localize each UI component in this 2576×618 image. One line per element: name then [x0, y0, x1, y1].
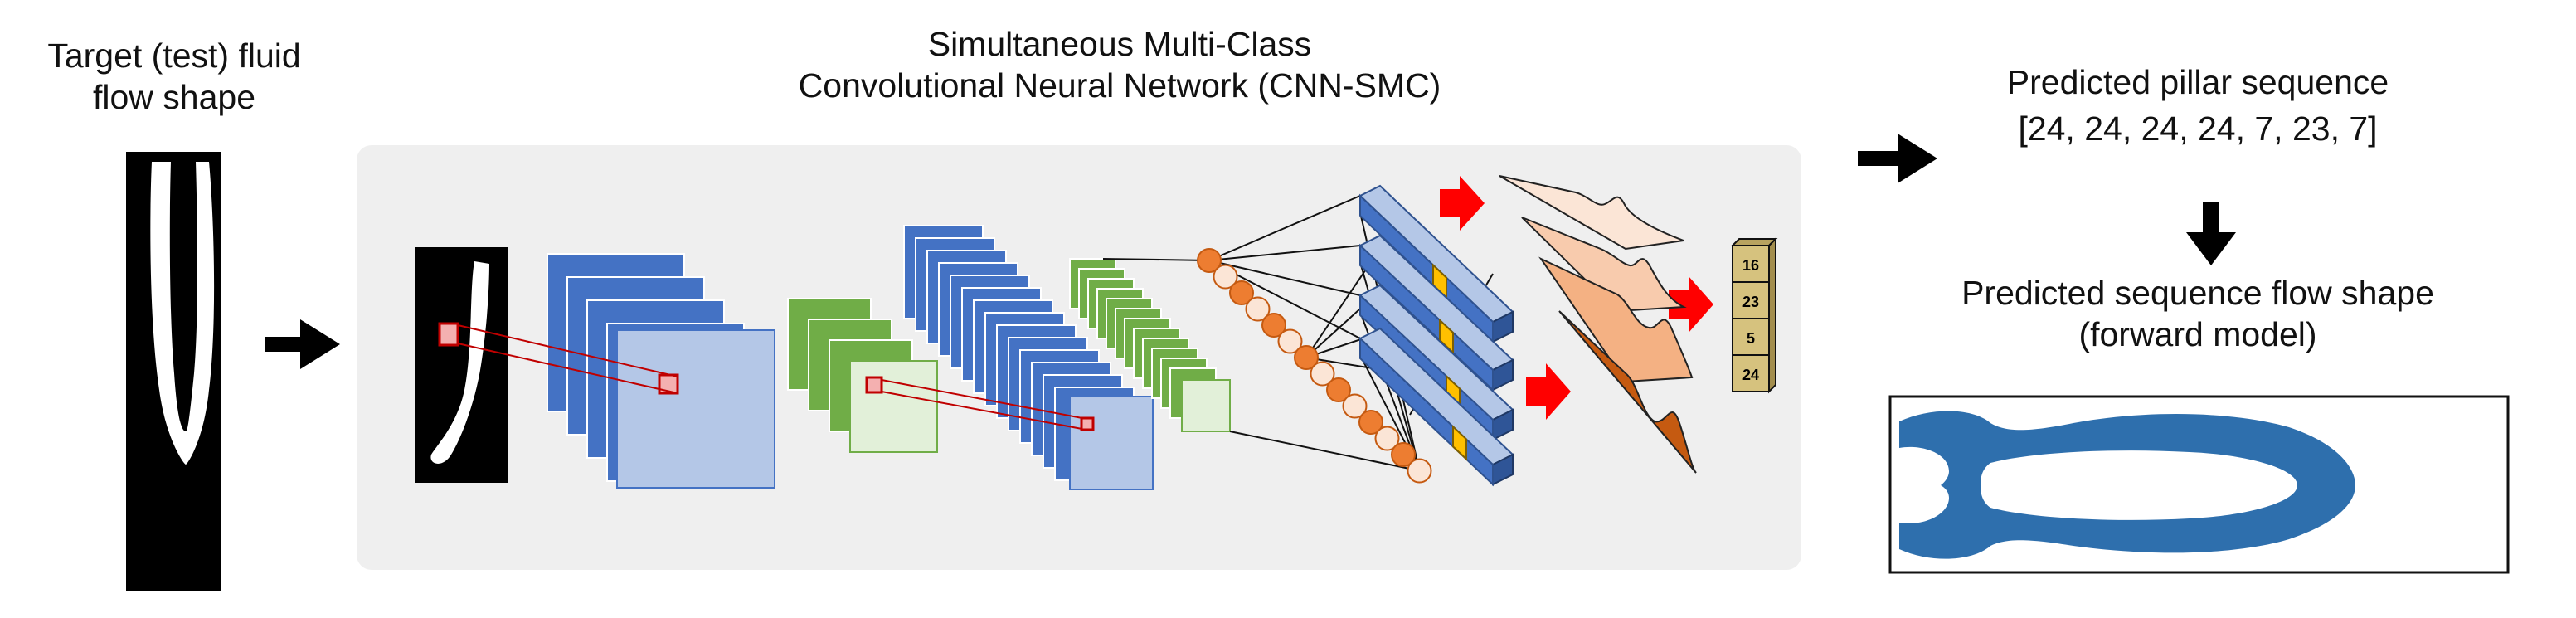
output-bar [1358, 184, 1514, 344]
network-title-line1: Simultaneous Multi-Class [927, 25, 1312, 63]
fc-line [1208, 260, 1361, 296]
output-bars [1358, 184, 1514, 487]
pool-layer-1 [787, 298, 938, 453]
red-arrows [1440, 176, 1713, 420]
fc-line [1208, 195, 1361, 261]
fc-node [1213, 264, 1238, 290]
output-bar-highlight [1452, 425, 1467, 461]
conv2-map-front [1069, 396, 1154, 490]
predicted-sequence-title: Predicted pillar sequence [24, 24, 24, 2… [1908, 61, 2488, 149]
network-title: Simultaneous Multi-Class Convolutional N… [705, 23, 1534, 106]
fc-line [1102, 258, 1210, 261]
fc-node [1407, 458, 1432, 484]
projection-lines-1 [457, 324, 678, 394]
fc-node [1245, 296, 1271, 322]
network-title-line2: Convolutional Neural Network (CNN-SMC) [798, 66, 1441, 105]
output-value-3: 5 [1747, 330, 1755, 347]
fc-node [1310, 361, 1335, 387]
output-value-2: 23 [1742, 294, 1759, 310]
fc-node [1277, 328, 1303, 354]
fc-node [1374, 426, 1400, 451]
target-title: Target (test) fluid flow shape [0, 35, 348, 118]
fc-node [1197, 248, 1222, 273]
target-title-line1: Target (test) fluid [47, 36, 301, 75]
output-bar [1358, 234, 1514, 392]
fc-node [1391, 442, 1416, 467]
fc-node [1342, 393, 1368, 419]
arrow-sequence-to-flow [2186, 202, 2236, 265]
fc-line [1229, 431, 1420, 472]
output-bar [1358, 327, 1514, 487]
target-title-line2: flow shape [92, 78, 255, 116]
fc-node [1261, 313, 1286, 338]
fc-node [1294, 345, 1319, 370]
fc-line [1208, 245, 1361, 261]
fc-node-chain [1197, 248, 1432, 484]
fc-node [1326, 377, 1351, 402]
output-bar-highlight [1439, 318, 1454, 355]
predicted-flow-image [1888, 395, 2510, 574]
target-flow-image [126, 152, 221, 591]
predicted-sequence-title-text: Predicted pillar sequence [2006, 63, 2389, 101]
projection-lines-2 [881, 379, 1095, 431]
conv-layer-2 [903, 225, 1154, 490]
input-image [415, 247, 508, 483]
fc-node [1358, 410, 1383, 435]
arrow-target-to-network [265, 319, 340, 369]
predicted-flow-title-line1: Predicted sequence flow shape [1961, 274, 2434, 312]
output-stack: 16 23 5 24 [1730, 236, 1778, 394]
output-value-4: 24 [1742, 367, 1759, 383]
predicted-sequence-values: [24, 24, 24, 24, 7, 23, 7] [2018, 109, 2378, 148]
probability-distributions [1499, 175, 1697, 474]
pool-layer-2 [1069, 258, 1231, 432]
fc-node [1229, 280, 1254, 305]
pool2-map-front [1181, 379, 1231, 432]
output-value-1: 16 [1742, 257, 1759, 274]
arrow-network-to-prediction [1858, 134, 1937, 183]
predicted-flow-title: Predicted sequence flow shape (forward m… [1866, 272, 2530, 355]
predicted-flow-title-line2: (forward model) [2078, 315, 2317, 353]
